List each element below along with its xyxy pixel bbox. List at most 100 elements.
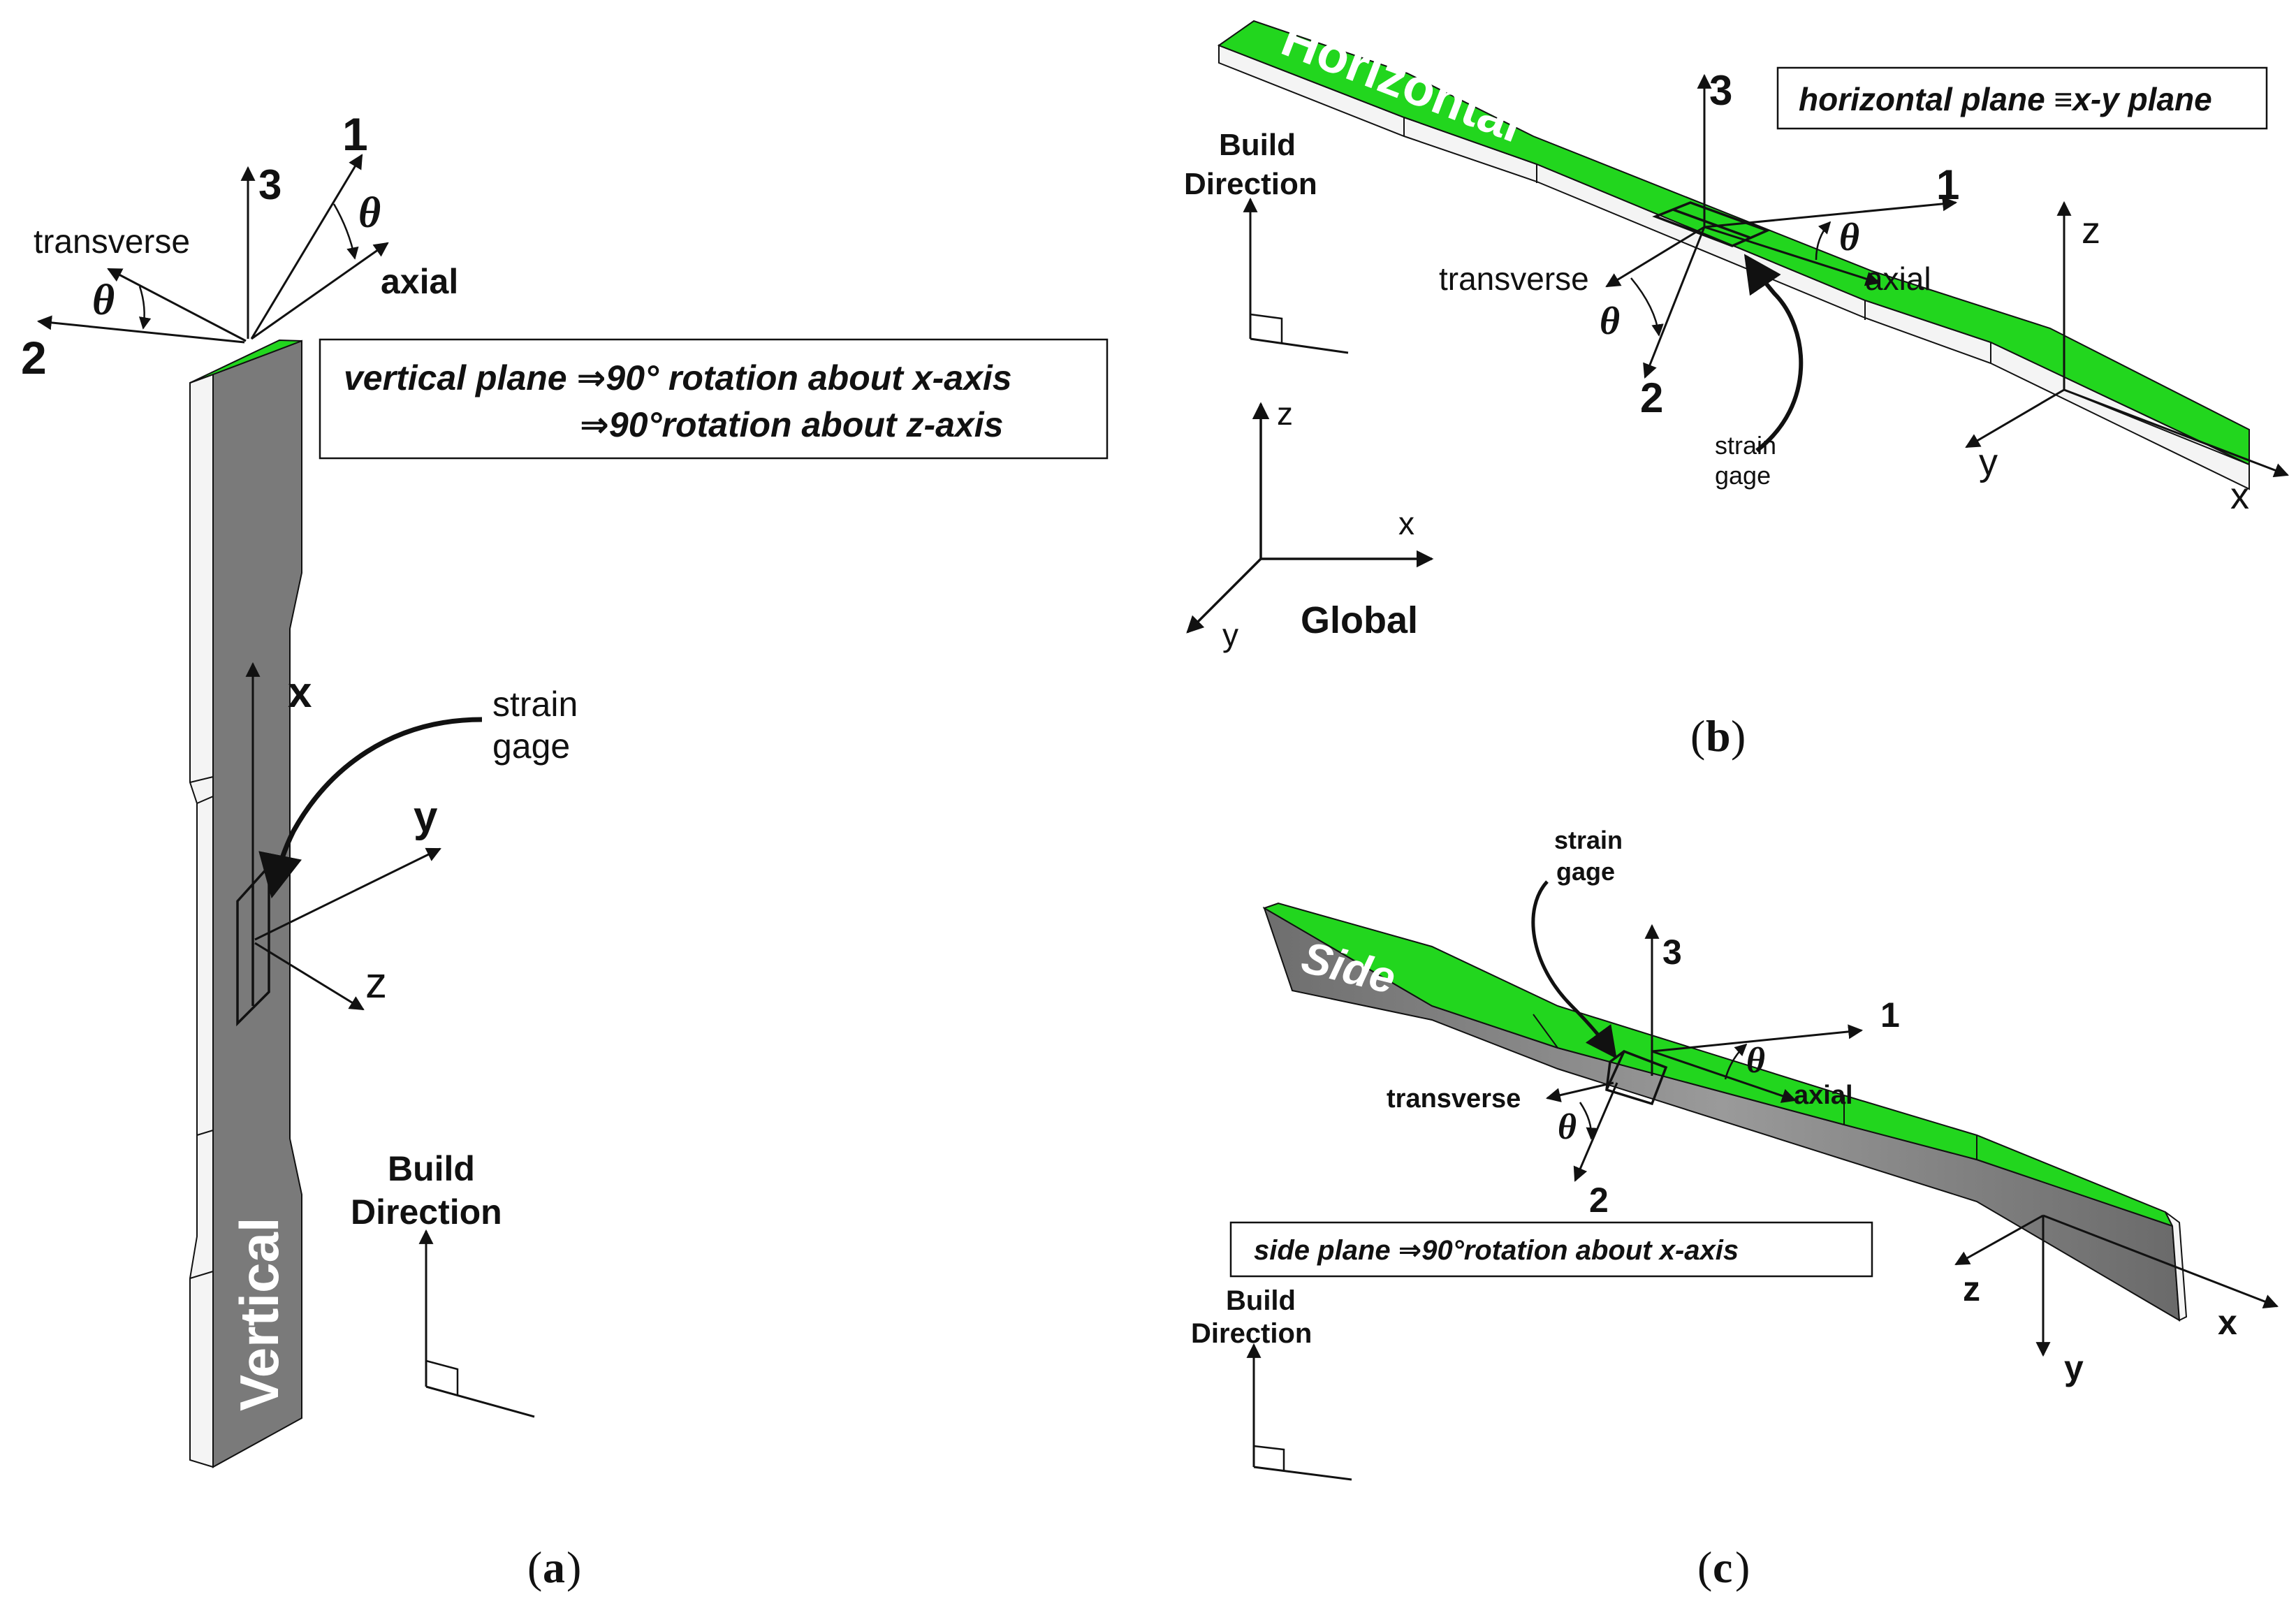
vertical-specimen-front-face [212, 340, 302, 1468]
panel-c: Side 3 1 2 θ θ transverse axial strain g… [1191, 826, 2279, 1592]
local-x-label: x [288, 669, 312, 717]
local-y-label: y [414, 793, 438, 841]
vertical-specimen-label: Vertical [228, 1217, 290, 1411]
transverse-arrow [1545, 1081, 1614, 1102]
transverse-label: transverse [1387, 1084, 1521, 1114]
caption-a-open: ( [527, 1542, 542, 1592]
local-x-arrow [2063, 388, 2289, 478]
axis-1-arrow [250, 154, 363, 340]
horizontal-plane-note-box [1776, 66, 2268, 130]
right-angle-mark [1250, 313, 1283, 344]
caption-c-close: ) [1735, 1542, 1750, 1592]
axis-3-label: 3 [258, 161, 281, 208]
build-label: Build [388, 1149, 475, 1188]
global-x-label: x [1398, 505, 1414, 541]
build-direction-baseline [1253, 1466, 1352, 1481]
direction-label: Direction [351, 1192, 502, 1232]
local-z-arrow [254, 942, 365, 1011]
edge-line [196, 796, 214, 804]
note-line-2: ⇒90°rotation about z-axis [580, 405, 1003, 444]
edge-line [189, 776, 214, 783]
direction-label: Direction [1191, 1318, 1312, 1349]
vertical-plane-note-box [319, 338, 1109, 460]
theta-arc-top [1815, 221, 1831, 261]
theta-top-label: θ [1746, 1041, 1765, 1081]
right-angle-mark [425, 1359, 459, 1396]
axis-2-arrow [1643, 226, 1706, 379]
axis-1-arrow [1651, 1024, 1864, 1053]
axis-1-arrow [1704, 196, 1958, 228]
theta-bottom-label: θ [1558, 1107, 1577, 1147]
axial-arrow [251, 242, 389, 340]
theta-arc-right [332, 203, 359, 260]
caption-c-letter: c [1713, 1542, 1732, 1592]
axis-3-label: 3 [1709, 67, 1732, 114]
gage-label: gage [1556, 857, 1615, 886]
edge-line [189, 1271, 214, 1279]
axis-3-label: 3 [1662, 933, 1682, 972]
theta-arc-left [138, 286, 152, 330]
theta-bottom-label: θ [1600, 300, 1620, 343]
caption-b-letter: b [1706, 711, 1731, 761]
local-z-arrow [1954, 1214, 2044, 1266]
local-y-label: y [1979, 441, 1998, 483]
panel-b: Horizontal horizontal plane ≡x-y plane 3… [1184, 8, 2289, 761]
gage-label: gage [492, 727, 570, 766]
axial-label: axial [1794, 1081, 1853, 1110]
gage-label: gage [1715, 461, 1771, 490]
local-z-label: z [1963, 1269, 1980, 1308]
note-line-1: vertical plane ⇒90° rotation about x-axi… [344, 358, 1012, 397]
axial-arrow [1651, 1050, 1797, 1103]
axis-1-label: 1 [1936, 161, 1959, 208]
strain-gage-pointer [1531, 880, 1617, 1059]
local-y-arrow [254, 847, 441, 941]
axial-label: axial [1865, 261, 1931, 297]
theta-arc-bottom [1630, 277, 1664, 337]
strain-gage-outline [1652, 201, 1771, 247]
side-note: side plane ⇒90°rotation about x-axis [1254, 1235, 1739, 1266]
transverse-label: transverse [1439, 261, 1589, 297]
edge-line [196, 1130, 214, 1136]
caption-a-letter: a [543, 1542, 565, 1592]
strain-label: strain [1554, 826, 1623, 854]
axial-label: axial [381, 262, 458, 301]
theta-left-label: θ [92, 277, 115, 324]
local-x-label: x [2218, 1303, 2237, 1342]
axis-2-arrow [1573, 1082, 1618, 1182]
axis-2-label: 2 [1589, 1181, 1609, 1220]
theta-arc-bottom [1579, 1102, 1598, 1140]
build-direction-baseline [425, 1385, 535, 1418]
axis-2-label: 2 [1640, 374, 1663, 421]
caption-b-open: ( [1690, 711, 1705, 761]
axis-1-label: 1 [342, 108, 368, 160]
edge-line [1533, 1014, 1558, 1049]
strain-gage-pointer [1743, 254, 1804, 453]
global-y-arrow [1186, 557, 1262, 634]
local-z-label: z [2082, 210, 2100, 251]
right-angle-mark [1253, 1445, 1285, 1470]
local-z-label: z [365, 959, 387, 1007]
caption-a-close: ) [566, 1542, 581, 1592]
caption-c-open: ( [1697, 1542, 1712, 1592]
direction-label: Direction [1184, 167, 1317, 201]
axis-1-label: 1 [1880, 995, 1900, 1035]
local-y-arrow [1965, 388, 2065, 448]
global-z-label: z [1277, 395, 1293, 432]
axial-arrow [1704, 226, 1881, 286]
theta-right-label: θ [358, 189, 381, 237]
local-x-arrow [2042, 1214, 2279, 1308]
axis-2-arrow [36, 315, 245, 344]
build-direction-baseline [1250, 337, 1349, 354]
transverse-arrow [1605, 226, 1705, 288]
vertical-specimen-top-face [189, 339, 302, 384]
local-y-label: y [2064, 1348, 2084, 1387]
theta-arc-top [1724, 1043, 1748, 1080]
panel-a: Vertical 1 3 2 θ θ transverse axial vert… [21, 108, 1109, 1592]
horizontal-note: horizontal plane ≡x-y plane [1799, 81, 2212, 117]
vertical-specimen-side-face [189, 373, 214, 1468]
caption-b-close: ) [1731, 711, 1746, 761]
strain-label: strain [1715, 431, 1776, 460]
build-label: Build [1226, 1285, 1296, 1316]
strain-label: strain [492, 685, 578, 724]
axis-2-label: 2 [21, 332, 47, 384]
